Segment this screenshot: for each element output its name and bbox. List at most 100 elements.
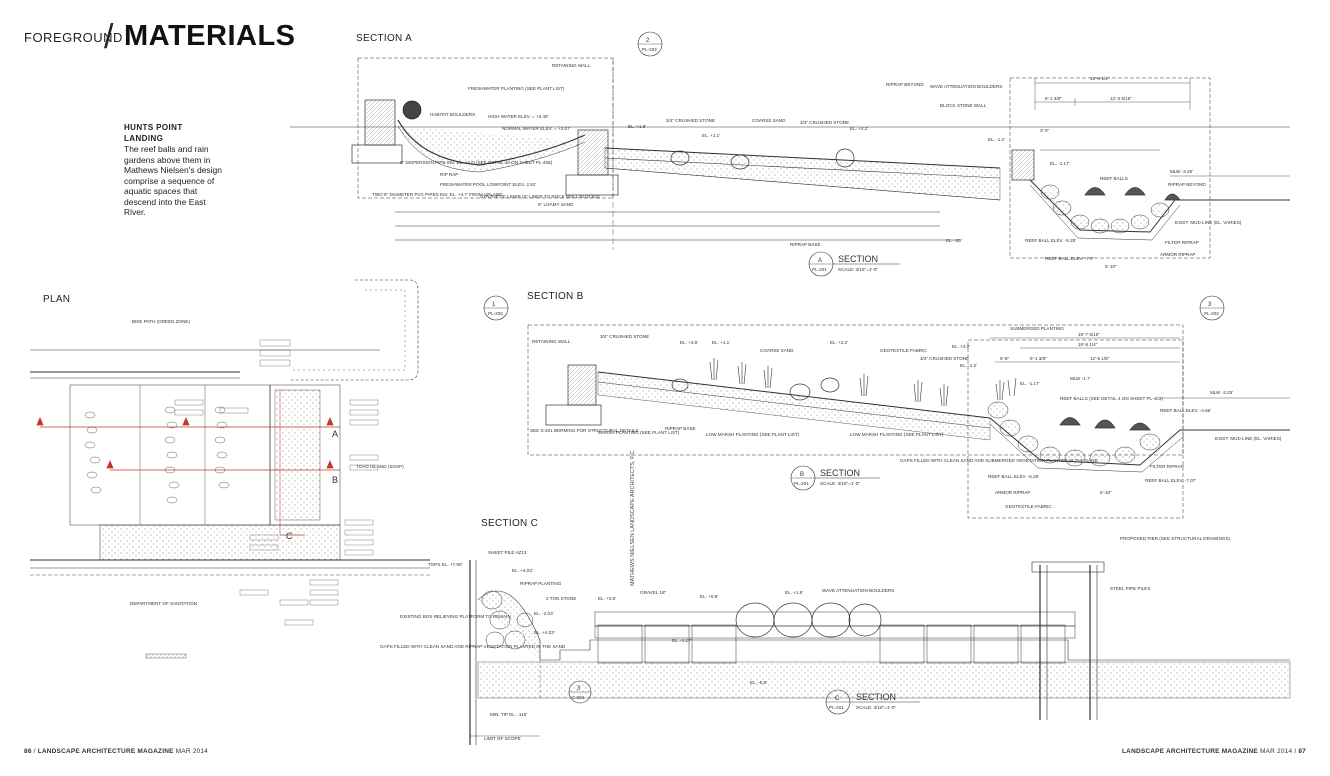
callout: HIGH WATER ELEV. = +3.49' <box>488 114 549 119</box>
folio-separator: / <box>33 748 36 755</box>
callout: HABITAT BOULDERS <box>430 112 475 117</box>
callout: DEPARTMENT OF SANITATION <box>130 601 197 606</box>
callout: LOW MARSH PLANTING (SEE PLANT LIST) <box>850 432 944 437</box>
caption-heading: HUNTS POINT LANDING <box>124 123 183 143</box>
callout: RIPRAP BEYOND <box>1168 182 1206 187</box>
callout: BLOCK STONE WALL <box>940 103 987 108</box>
section-a-detail-frame <box>357 57 614 199</box>
callout: EL. +1.1' <box>702 133 720 138</box>
page-number-right: 87 <box>1298 748 1306 755</box>
callout: REEF BALL ELEV. -7.07' <box>1145 478 1196 483</box>
issue-date: MAR 2014 <box>1259 748 1293 755</box>
section-c-annotations: SHEET PILE AZ13 TOPS EL. +7.90' EL. +4.0… <box>380 536 1230 741</box>
callout: PROPOSED PIER (SEE STRUCTURAL DRAWINGS) <box>1120 536 1230 541</box>
callout: EL. -20' <box>946 238 962 243</box>
title-bubble-sheet: PL-201 <box>829 705 844 710</box>
dimension: 18'-8 1/4" <box>1090 76 1110 81</box>
footer-right: LANDSCAPE ARCHITECTURE MAGAZINE MAR 2014… <box>1122 748 1306 755</box>
callout: REEF BALL ELEV. -5.25' <box>988 474 1039 479</box>
callout: RETAINING WALL <box>552 63 591 68</box>
grid-bubble-sheet: PL-202 <box>488 311 503 316</box>
callout: EL. +0.8' <box>598 596 616 601</box>
title-block-scale: SCALE: 3/16"=1'-0" <box>838 267 878 272</box>
section-b-drawing <box>483 295 1290 519</box>
plan-annotations: BIKE PATH (GREEN ZONE) DEPARTMENT OF SAN… <box>130 319 404 606</box>
plan-drawing <box>30 279 430 659</box>
dimension: 12'-3 5/16" <box>1110 96 1132 101</box>
caption-body: The reef balls and rain gardens above th… <box>124 144 223 217</box>
dimension: 3'-0" <box>1040 128 1050 133</box>
grid-bubble-sheet: PL-202 <box>642 47 657 52</box>
page-number-left: 86 <box>24 748 32 755</box>
dimension: 19'-7 5/16" <box>1078 332 1100 337</box>
title-bubble-letter: B <box>800 472 804 478</box>
callout: FILTER RIPRAP <box>1165 240 1199 245</box>
callout: GAPS FILLED WITH CLEAN SAND AND RIPRAP V… <box>380 644 566 649</box>
callout: WAVE ATTENUATION BOULDERS <box>930 84 1002 89</box>
title-slash: / <box>104 18 114 56</box>
page-title: MATERIALS <box>124 20 296 52</box>
grid-bubble-number: 3 <box>1208 302 1212 308</box>
issue-date: MAR 2014 <box>175 748 208 755</box>
section-mark-c: C <box>286 531 293 541</box>
callout: EXISTING BOS RELIEVING PLATFORM TO REMAI… <box>400 614 511 619</box>
dimension: 6'-1 3/8" <box>1045 96 1062 101</box>
callout: SUBMERGED PLANTING <box>1010 326 1064 331</box>
photo-caption: HUNTS POINT LANDING The reef balls and r… <box>124 123 224 218</box>
callout: REEF BALL ELEV. -7.0' <box>1045 256 1094 261</box>
callout: EXIST. MUD LINE (EL. VARIES) <box>1215 436 1282 441</box>
dimension: 5'-10" <box>1100 490 1112 495</box>
callout: SHEET PILE AZ13 <box>488 550 527 555</box>
grid-bubble-number: 2 <box>646 38 650 44</box>
section-a-annotations: RETAINING WALL FRESHWATER PLANTING (SEE … <box>372 38 1242 272</box>
section-mark-b: B <box>332 475 338 485</box>
title-block-name: SECTION <box>856 692 896 702</box>
callout: MLW -1.7' <box>1070 376 1091 381</box>
callout: 3/4" CRUSHED STONE <box>800 120 849 125</box>
callout: EL. -1.17' <box>672 638 692 643</box>
callout: REEF BALLS <box>1100 176 1128 181</box>
callout: EL. +1.8' <box>785 590 803 595</box>
section-mark-a: A <box>332 429 338 439</box>
grid-bubble-number: 1 <box>492 302 496 308</box>
section-a-label: SECTION A <box>356 33 413 44</box>
dimension: 12'-5 1/8" <box>1090 356 1110 361</box>
dimension: 5'-10" <box>1105 264 1117 269</box>
footer-left: 86 / LANDSCAPE ARCHITECTURE MAGAZINE MAR… <box>24 748 208 755</box>
title-bubble-sheet: PL-201 <box>794 481 809 486</box>
callout: EL. +1.8' <box>628 124 646 129</box>
callout: EL. +0.8' <box>700 594 718 599</box>
callout: EL. -1.17' <box>1050 161 1070 166</box>
section-c-label: SECTION C <box>481 518 539 529</box>
section-a-detail-frame-right <box>1009 77 1211 259</box>
callout: ARMOR RIPRAP <box>1160 252 1195 257</box>
callout: LIMIT OF SCOPE <box>484 736 521 741</box>
callout: SEE S-201 BERMING FOR STRUCTURAL DETAILS <box>530 428 638 433</box>
callout: RIPRAP BEYOND <box>886 82 924 87</box>
magazine-name: LANDSCAPE ARCHITECTURE MAGAZINE <box>1122 748 1258 755</box>
callout: MLW -3.25' <box>1170 169 1193 174</box>
callout: REEF BALL ELEV. -5.25' <box>1025 238 1076 243</box>
callout: GAPS FILLED WITH CLEAN SAND AND SUBMERGE… <box>900 458 1099 463</box>
callout: MARSH PLANTING (SEE PLANT LIST) <box>598 430 680 435</box>
dimension: 18'-6 1/4" <box>1078 342 1098 347</box>
callout: EL. +1.1' <box>712 340 730 345</box>
callout: GRAVEL 18" <box>640 590 667 595</box>
callout: LOW MARSH PLANTING (SEE PLANT LIST) <box>706 432 800 437</box>
callout: EL. +4.03' <box>512 568 533 573</box>
title-bubble-letter: A <box>818 258 822 264</box>
callout: TWO 6" DIAMETER PVC PIPES INV. EL. +4.7'… <box>372 192 503 197</box>
dimension: 6'-8" <box>1000 356 1010 361</box>
callout: RIPRAP BASE <box>665 426 696 431</box>
callout: SYNTHETIC LINER (6" LINER TO ROCK WALL B… <box>480 194 600 199</box>
callout: RIP RAP <box>440 172 458 177</box>
title-bubble-sheet: PL-201 <box>812 267 827 272</box>
callout: FRESHWATER PLANTING (SEE PLANT LIST) <box>468 86 565 91</box>
section-a-drawing <box>290 31 1290 277</box>
callout: GEOTEXTILE FABRIC <box>880 348 927 353</box>
title-block-scale: SCALE: 3/16"=1'-0" <box>820 481 860 486</box>
callout: FRESHWATER POOL LOWPOINT ELEV. 2.81' <box>440 182 536 187</box>
title-block-name: SECTION <box>838 254 878 264</box>
callout: EL. +2.0' <box>952 344 970 349</box>
